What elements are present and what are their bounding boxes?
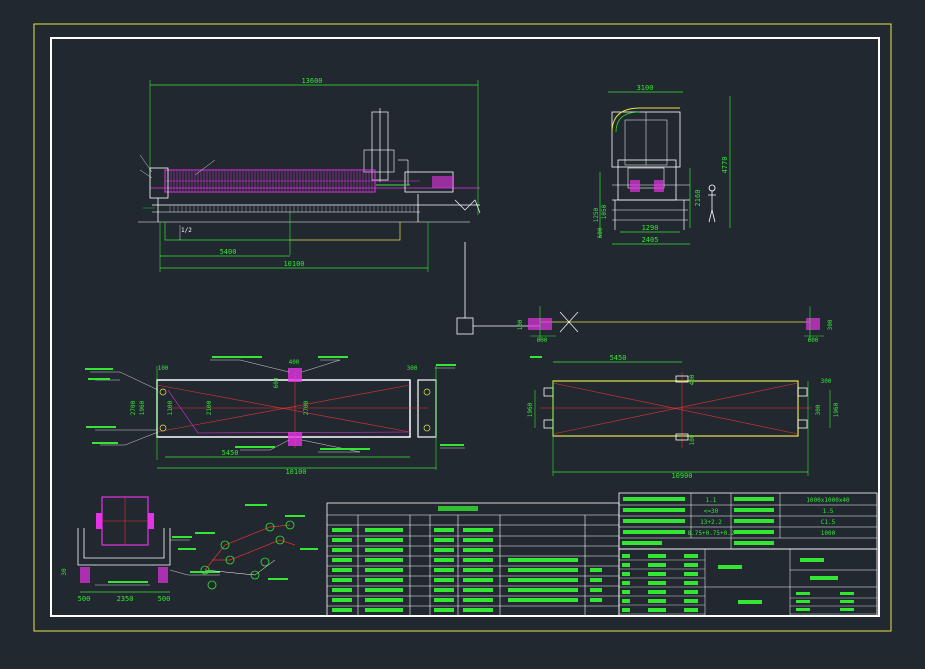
foundation-dim-1960: 1960 xyxy=(139,400,146,415)
slope-label: 1/2 xyxy=(181,227,192,234)
foundation-dim-5450: 5450 xyxy=(222,449,239,457)
side-dim-2405: 2405 xyxy=(642,236,659,244)
detail-dim-500b: 500 xyxy=(158,595,171,603)
spec-r1c2: 1000x1000x40 xyxy=(806,497,850,504)
pit-dim-right-h: 300 xyxy=(827,319,834,330)
title-block xyxy=(618,548,878,617)
frame-plan: 5450 10900 1960 1960 300 300 400 100 xyxy=(527,354,840,480)
dim-overall-label: 13600 xyxy=(301,77,322,85)
side-dim-1290: 1290 xyxy=(642,224,659,232)
pipe-isometric xyxy=(178,504,318,590)
pit-dim-left: 600 xyxy=(537,337,548,344)
pit-dim-left-h: 100 xyxy=(517,319,524,330)
spec-r4c1: 8.75+0.75+0.2 xyxy=(688,530,735,537)
foundation-plan: 5450 10100 400 300 100 2700 1960 1100 21… xyxy=(85,356,465,476)
foundation-dim-300: 300 xyxy=(407,365,418,372)
foundation-dim-400: 400 xyxy=(289,359,300,366)
frame-dim-right-h: 1960 xyxy=(833,402,840,417)
side-dim-2160: 2160 xyxy=(694,190,702,207)
frame-dim-inner: 300 xyxy=(815,404,822,415)
spec-r3c1: 13+2.2 xyxy=(700,519,722,526)
spec-r3c2: C1.5 xyxy=(821,519,836,526)
dim-length-label: 10100 xyxy=(283,260,304,268)
outer-frame xyxy=(33,23,892,632)
detail-section: 500 2350 500 30 xyxy=(61,496,220,603)
foundation-dim-2700: 2700 xyxy=(130,400,137,415)
foundation-dim-600: 600 xyxy=(273,377,280,388)
detail-dim-500a: 500 xyxy=(78,595,91,603)
side-view: 3100 1250 1050 600 4770 2160 1290 240 xyxy=(593,84,731,245)
side-dim-4770: 4770 xyxy=(721,157,729,174)
frame-dim-left-h: 1960 xyxy=(527,402,534,417)
elevation-view: 13600 1/2 xyxy=(138,77,481,272)
side-dim-600: 600 xyxy=(597,227,604,238)
frame-dim-300: 300 xyxy=(821,378,832,385)
side-dim-width: 3100 xyxy=(637,84,654,92)
spec-r1c1: 1.1 xyxy=(706,497,717,504)
foundation-dim-2100: 2100 xyxy=(206,400,213,415)
foundation-dim-1100: 1100 xyxy=(167,400,174,415)
frame-dim-5450: 5450 xyxy=(610,354,627,362)
foundation-dim-2700b: 2700 xyxy=(303,400,310,415)
spec-r2c1: <=30 xyxy=(704,508,719,515)
foundation-dim-10100: 10100 xyxy=(285,468,306,476)
frame-dim-100: 100 xyxy=(689,434,696,445)
dim-stroke-label: 5400 xyxy=(220,248,237,256)
parts-table xyxy=(326,502,620,617)
spec-r4c2: 1000 xyxy=(821,530,836,537)
foundation-dim-100: 100 xyxy=(158,365,169,372)
spec-r2c2: 1.5 xyxy=(823,508,834,515)
side-dim-1250: 1250 xyxy=(593,207,600,222)
side-dim-1050: 1050 xyxy=(601,204,608,219)
detail-dim-30: 30 xyxy=(61,568,68,576)
pit-section-view: 600 600 100 300 xyxy=(456,242,834,344)
detail-dim-2350: 2350 xyxy=(117,595,134,603)
pit-dim-right: 600 xyxy=(808,337,819,344)
frame-dim-400: 400 xyxy=(689,374,696,385)
spec-block: 1.1 1000x1000x40 <=30 1.5 13+2.2 C1.5 8.… xyxy=(618,492,878,550)
frame-dim-10900: 10900 xyxy=(671,472,692,480)
